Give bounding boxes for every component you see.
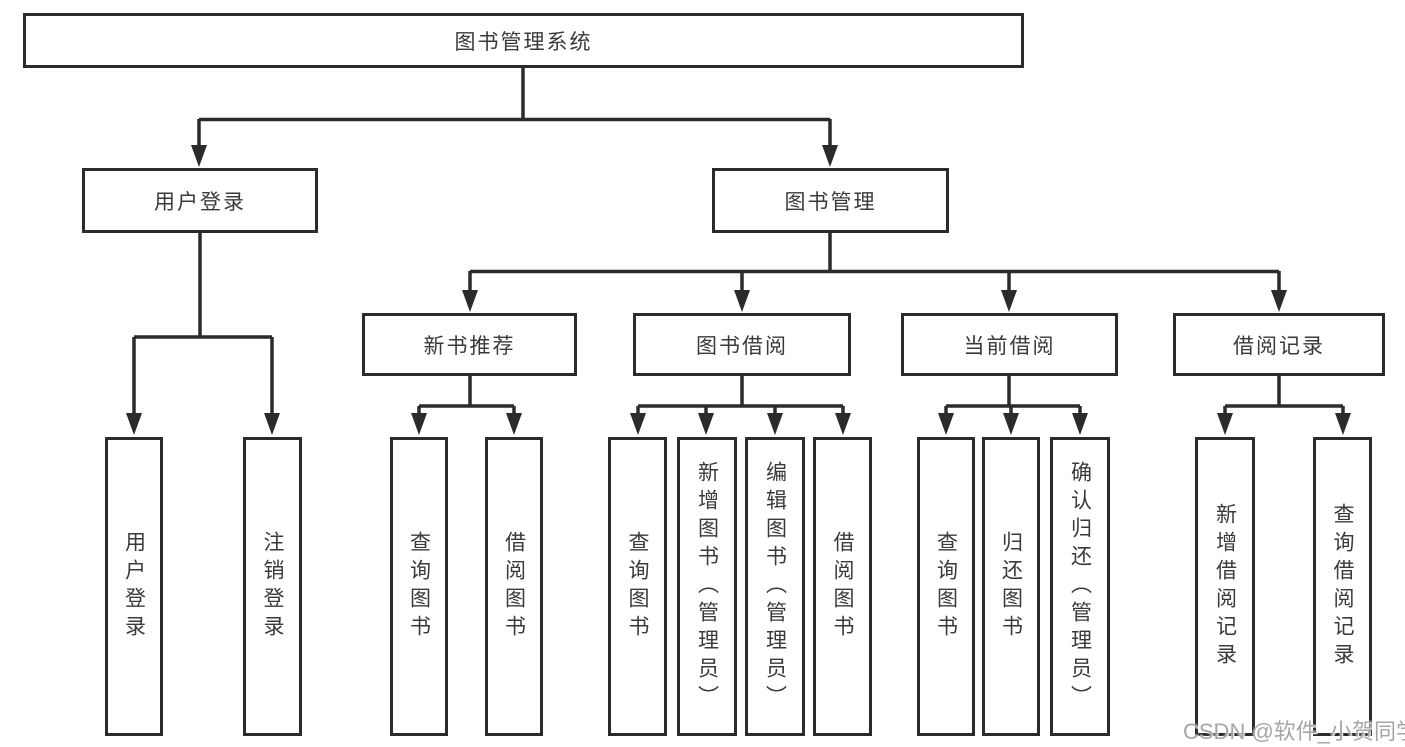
arrowhead	[462, 290, 478, 312]
arrowhead	[734, 290, 750, 312]
arrowhead	[411, 413, 427, 435]
leaf-borrow-books: 借阅图书	[813, 437, 872, 736]
arrowhead	[835, 413, 851, 435]
arrowhead	[506, 413, 522, 435]
arrowhead	[698, 413, 714, 435]
leaf-logout: 注销登录	[243, 437, 302, 736]
arrowhead	[191, 145, 207, 167]
arrowheads	[126, 145, 1351, 435]
arrowhead	[1271, 290, 1287, 312]
leaf-query-books: 查询图书	[608, 437, 667, 736]
leaf-query-books: 查询图书	[390, 437, 448, 736]
arrowhead	[1335, 413, 1351, 435]
node-new-book-recommendation: 新书推荐	[362, 313, 577, 376]
node-borrowing-records: 借阅记录	[1173, 313, 1385, 376]
arrowhead	[1001, 290, 1017, 312]
leaf-query-books: 查询图书	[917, 437, 975, 736]
leaf-add-borrow-record: 新增借阅记录	[1195, 437, 1255, 736]
leaf-add-books-admin: 新增图书（管理员）	[677, 437, 737, 736]
csdn-watermark: CSDN @软件_小贺同学	[1183, 719, 1405, 744]
arrowhead	[126, 413, 142, 435]
node-current-borrowing: 当前借阅	[901, 313, 1118, 376]
arrowhead	[1003, 413, 1019, 435]
node-library-management-system: 图书管理系统	[23, 13, 1024, 68]
arrowhead	[767, 413, 783, 435]
node-book-borrowing: 图书借阅	[633, 313, 851, 376]
arrowhead	[938, 413, 954, 435]
leaf-user-login: 用户登录	[105, 437, 163, 736]
arrowhead	[822, 145, 838, 167]
arrowhead	[630, 413, 646, 435]
arrowhead	[1072, 413, 1088, 435]
leaf-confirm-return-admin: 确认归还（管理员）	[1050, 437, 1110, 736]
leaf-edit-books-admin: 编辑图书（管理员）	[745, 437, 805, 736]
node-book-management: 图书管理	[712, 168, 949, 233]
arrowhead	[264, 413, 280, 435]
leaf-query-borrow-record: 查询借阅记录	[1313, 437, 1372, 736]
leaf-borrow-books: 借阅图书	[485, 437, 543, 736]
arrowhead	[1217, 413, 1233, 435]
leaf-return-books: 归还图书	[982, 437, 1040, 736]
node-user-login: 用户登录	[82, 168, 318, 233]
